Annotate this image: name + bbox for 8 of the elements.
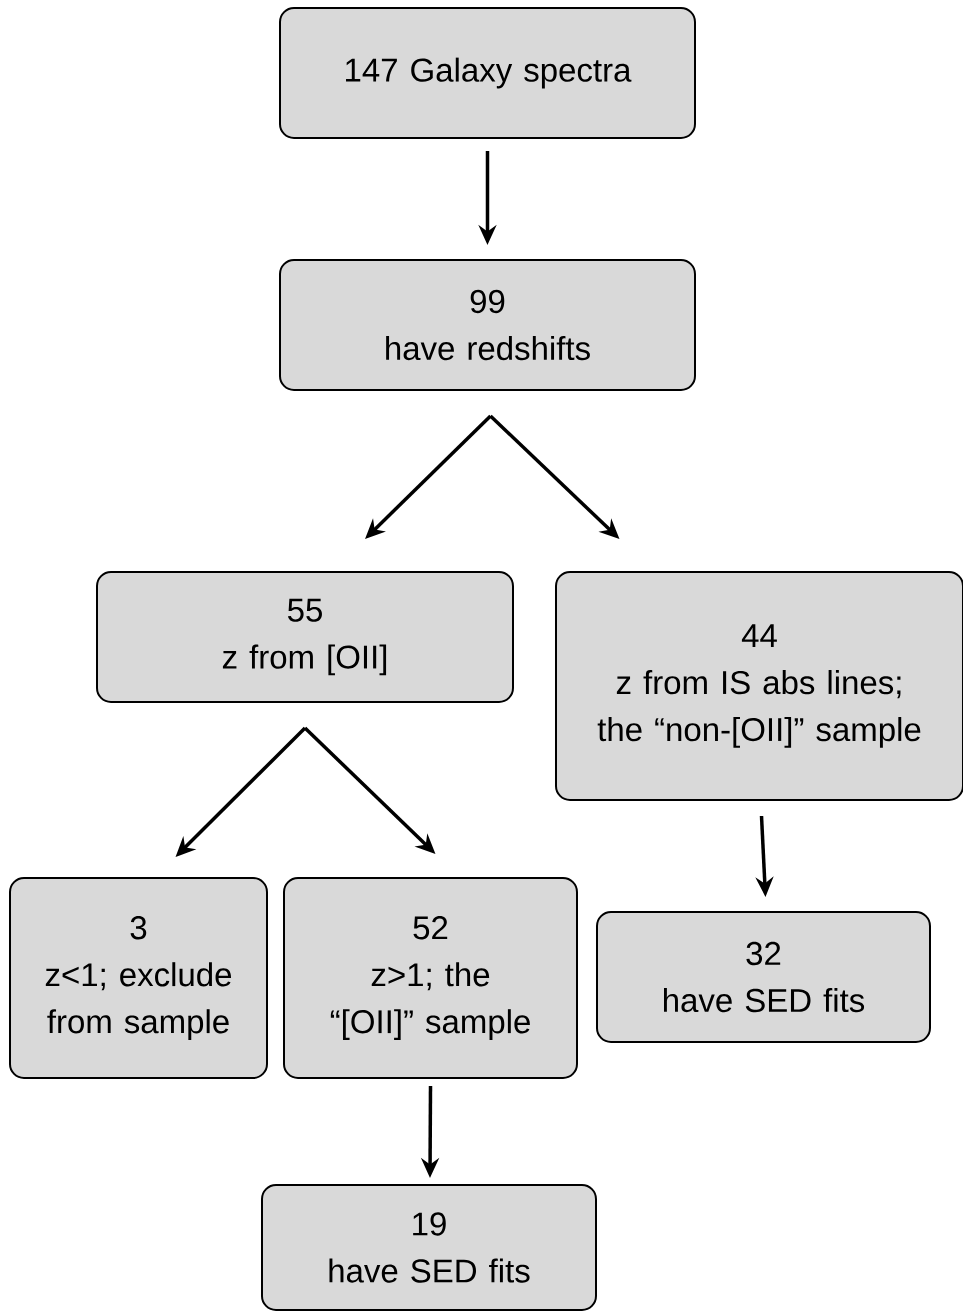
- process-box: 32 have SED fits: [596, 911, 931, 1043]
- process-box: 99 have redshifts: [279, 259, 696, 391]
- process-box: 19 have SED fits: [261, 1184, 597, 1311]
- process-box: 3 z<1; exclude from sample: [9, 877, 268, 1079]
- process-box: 55 z from [OII]: [96, 571, 514, 703]
- process-box: 147 Galaxy spectra: [279, 7, 696, 139]
- process-box: 52 z>1; the “[OII]” sample: [283, 877, 578, 1079]
- process-box: 44 z from IS abs lines; the “non-[OII]” sample: [555, 571, 963, 801]
